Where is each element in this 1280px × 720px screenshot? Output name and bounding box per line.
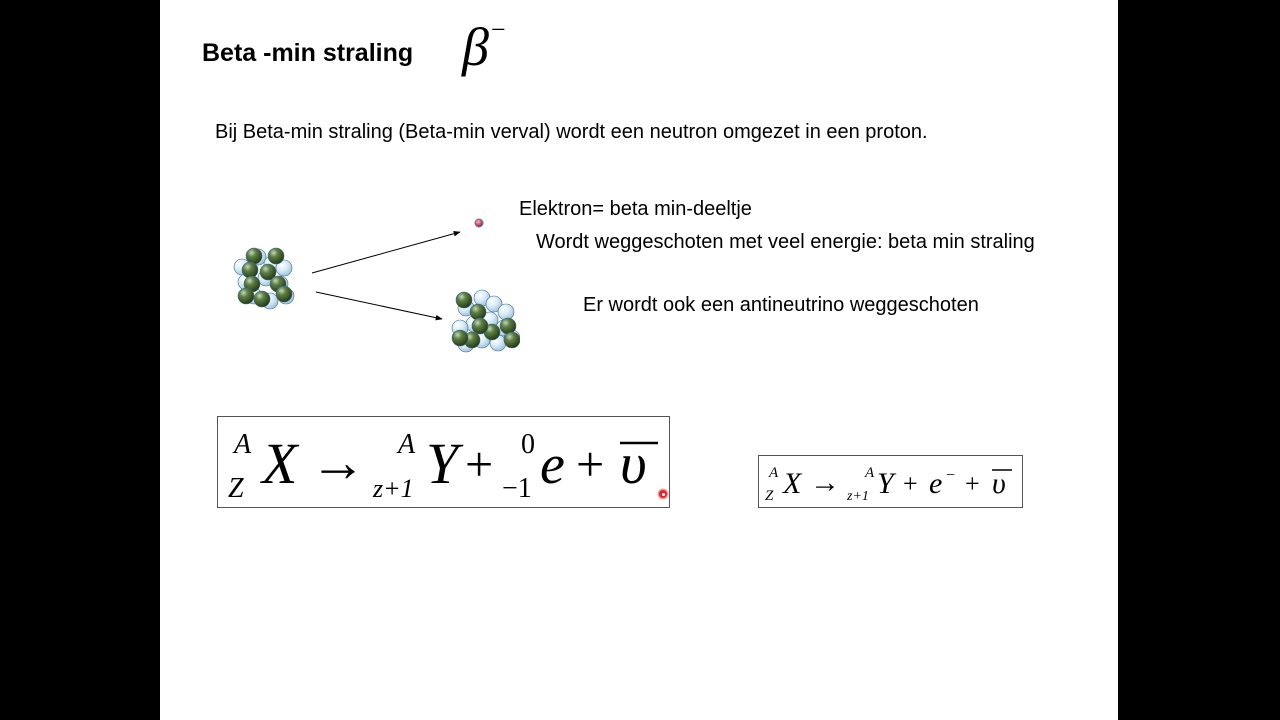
daughter-nucleus xyxy=(451,289,520,353)
arrow-to-daughter xyxy=(315,291,443,321)
small-electron-symbol: e xyxy=(929,467,942,500)
decay-formula-large: A Z X → A z+1 Y + 0 −1 e + υ xyxy=(217,416,670,508)
parent-atomic-number: Z xyxy=(228,473,244,504)
pointer-dot xyxy=(659,490,667,498)
beta-symbol-superscript: − xyxy=(490,15,506,44)
daughter-symbol: Y xyxy=(426,431,464,496)
small-parent-symbol: X xyxy=(782,467,803,500)
intro-text: Bij Beta-min straling (Beta-min verval) … xyxy=(215,121,928,143)
small-electron-charge: − xyxy=(946,467,955,484)
antineutrino-symbol: υ xyxy=(620,431,647,496)
decay-formula-large-svg: A Z X → A z+1 Y + 0 −1 e + υ xyxy=(228,429,658,504)
parent-nucleus xyxy=(233,247,295,310)
decay-formula-small-svg: A Z X → A z+1 Y + e − + υ xyxy=(765,465,1012,504)
decay-diagram xyxy=(233,218,520,353)
daughter-atomic-number: z+1 xyxy=(372,474,414,503)
daughter-mass-number: A xyxy=(396,429,416,460)
small-plus-sign-1: + xyxy=(903,469,918,498)
electron-label: Elektron= beta min-deeltje xyxy=(519,198,752,220)
electron-mass-number: 0 xyxy=(521,429,535,460)
electron-particle xyxy=(474,218,484,228)
small-reaction-arrow: → xyxy=(810,466,840,499)
parent-symbol: X xyxy=(260,431,300,496)
beta-symbol-base: β xyxy=(462,17,489,77)
reaction-arrow: → xyxy=(310,432,366,494)
plus-sign-2: + xyxy=(576,436,604,492)
small-plus-sign-2: + xyxy=(965,469,980,498)
arrow-to-electron xyxy=(311,230,461,274)
beta-minus-symbol: β− xyxy=(462,17,506,77)
antineutrino-label: Er wordt ook een antineutrino weggeschot… xyxy=(583,294,979,316)
small-daughter-symbol: Y xyxy=(877,467,897,500)
decay-formula-small: A Z X → A z+1 Y + e − + υ xyxy=(758,455,1023,508)
slide: Beta -min straling β− Bij Beta-min stral… xyxy=(160,0,1118,720)
plus-sign-1: + xyxy=(465,436,493,492)
parent-mass-number: A xyxy=(232,429,252,460)
electron-symbol: e xyxy=(540,434,565,496)
small-daughter-mass-number: A xyxy=(864,465,875,481)
electron-atomic-number: −1 xyxy=(502,473,532,504)
slide-title: Beta -min straling xyxy=(202,39,414,67)
small-antineutrino-symbol: υ xyxy=(992,467,1006,500)
energy-label: Wordt weggeschoten met veel energie: bet… xyxy=(536,231,1035,253)
small-daughter-atomic-number: z+1 xyxy=(846,489,869,504)
small-parent-atomic-number: Z xyxy=(765,488,774,504)
small-parent-mass-number: A xyxy=(768,465,779,481)
